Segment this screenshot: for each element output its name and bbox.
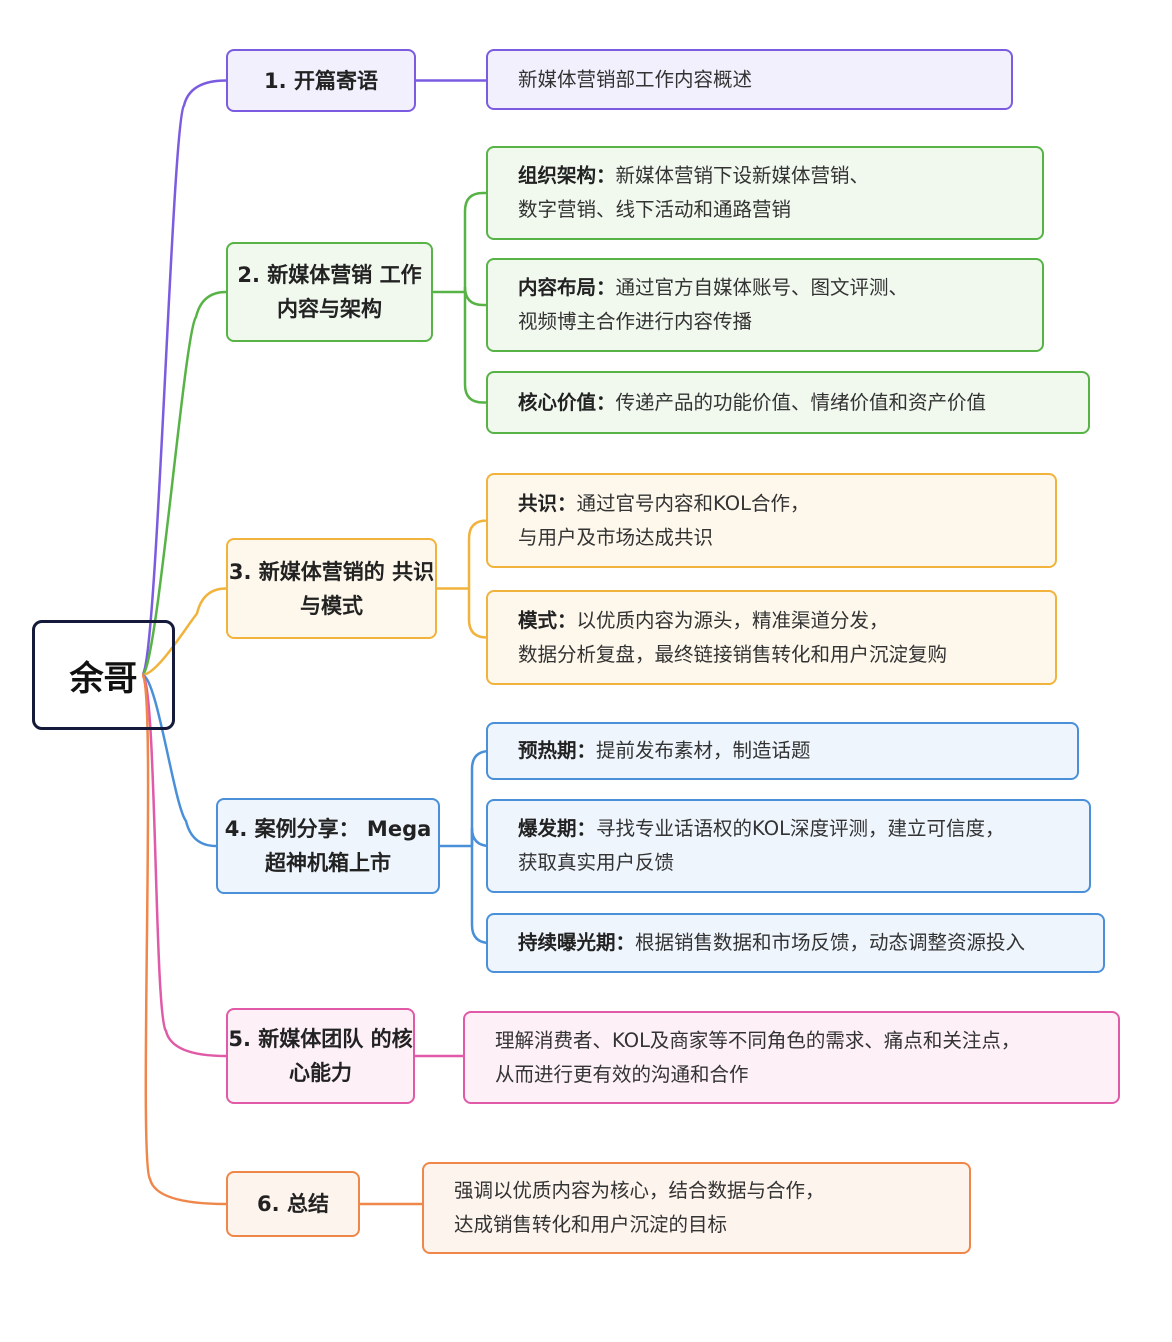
leaf-text: 通过官方自媒体账号、图文评测、 视频博主合作进行内容传播 [518, 276, 909, 333]
leaf-key: 爆发期： [518, 817, 597, 840]
branch-node-case-study: 4. 案例分享： Mega超神机箱上市 [216, 798, 440, 894]
leaf-text: 新媒体营销部工作内容概述 [518, 67, 753, 91]
branch-label: 6. 总结 [257, 1192, 329, 1216]
leaf-node: 组织架构：新媒体营销下设新媒体营销、 数字营销、线下活动和通路营销 [486, 146, 1044, 240]
leaf-node: 内容布局：通过官方自媒体账号、图文评测、 视频博主合作进行内容传播 [486, 258, 1044, 352]
branch-label: 4. 案例分享： Mega超神机箱上市 [224, 817, 432, 875]
leaf-text: 根据销售数据和市场反馈，动态调整资源投入 [635, 931, 1026, 954]
branch-leaf-connector [463, 286, 486, 307]
branch-node-work-structure: 2. 新媒体营销 工作内容与架构 [226, 242, 433, 342]
root-branch-connector [141, 673, 217, 848]
leaf-key: 内容布局： [518, 276, 616, 299]
branch-leaf-connector [467, 519, 488, 589]
branch-node-consensus-mode: 3. 新媒体营销的 共识与模式 [226, 538, 437, 639]
leaf-text: 新媒体营销下设新媒体营销、 数字营销、线下活动和通路营销 [518, 164, 870, 221]
root-branch-connector [140, 79, 227, 677]
leaf-node: 持续曝光期：根据销售数据和市场反馈，动态调整资源投入 [486, 913, 1105, 973]
leaf-key: 组织架构： [518, 164, 616, 187]
branch-node-core-ability: 5. 新媒体团队 的核心能力 [226, 1008, 415, 1104]
leaf-node: 新媒体营销部工作内容概述 [486, 49, 1013, 110]
branch-label: 5. 新媒体团队 的核心能力 [228, 1027, 413, 1085]
root-branch-connector [140, 290, 227, 677]
leaf-text: 传递产品的功能价值、情绪价值和资产价值 [615, 390, 987, 414]
branch-leaf-connector [463, 191, 486, 292]
root-branch-connector [140, 673, 227, 1206]
leaf-key: 预热期： [518, 739, 597, 762]
branch-label: 2. 新媒体营销 工作内容与架构 [237, 263, 422, 321]
root-branch-connector [141, 587, 227, 677]
branch-node-summary: 6. 总结 [226, 1171, 360, 1237]
leaf-key: 共识： [518, 491, 577, 515]
leaf-key: 核心价值： [518, 390, 616, 414]
leaf-key: 持续曝光期： [518, 931, 636, 954]
leaf-text: 强调以优质内容为核心，结合数据与合作， 达成销售转化和用户沉淀的目标 [454, 1179, 825, 1236]
leaf-node: 预热期：提前发布素材，制造话题 [486, 722, 1079, 780]
leaf-node: 共识：通过官号内容和KOL合作， 与用户及市场达成共识 [486, 473, 1057, 568]
root-node: 余哥 [32, 620, 175, 730]
root-label: 余哥 [69, 658, 138, 699]
branch-label: 1. 开篇寄语 [264, 68, 378, 93]
leaf-text: 理解消费者、KOL及商家等不同角色的需求、痛点和关注点， 从而进行更有效的沟通和… [495, 1028, 1021, 1086]
leaf-node: 爆发期：寻找专业话语权的KOL深度评测，建立可信度， 获取真实用户反馈 [486, 799, 1091, 893]
leaf-node: 强调以优质内容为核心，结合数据与合作， 达成销售转化和用户沉淀的目标 [422, 1162, 971, 1254]
leaf-node: 理解消费者、KOL及商家等不同角色的需求、痛点和关注点， 从而进行更有效的沟通和… [463, 1011, 1120, 1104]
branch-node-opening: 1. 开篇寄语 [226, 49, 416, 112]
leaf-node: 核心价值：传递产品的功能价值、情绪价值和资产价值 [486, 371, 1090, 434]
branch-leaf-connector [463, 292, 486, 404]
leaf-text: 提前发布素材，制造话题 [596, 739, 811, 762]
root-branch-connector [140, 673, 227, 1058]
leaf-text: 寻找专业话语权的KOL深度评测，建立可信度， 获取真实用户反馈 [518, 817, 1005, 874]
leaf-node: 模式：以优质内容为源头，精准渠道分发， 数据分析复盘，最终链接销售转化和用户沉淀… [486, 590, 1057, 685]
leaf-key: 模式： [518, 608, 577, 632]
branch-label: 3. 新媒体营销的 共识与模式 [228, 559, 435, 618]
leaf-text: 以优质内容为源头，精准渠道分发， 数据分析复盘，最终链接销售转化和用户沉淀复购 [518, 608, 948, 666]
leaf-text: 通过官号内容和KOL合作， 与用户及市场达成共识 [518, 491, 810, 549]
branch-leaf-connector [467, 588, 488, 639]
